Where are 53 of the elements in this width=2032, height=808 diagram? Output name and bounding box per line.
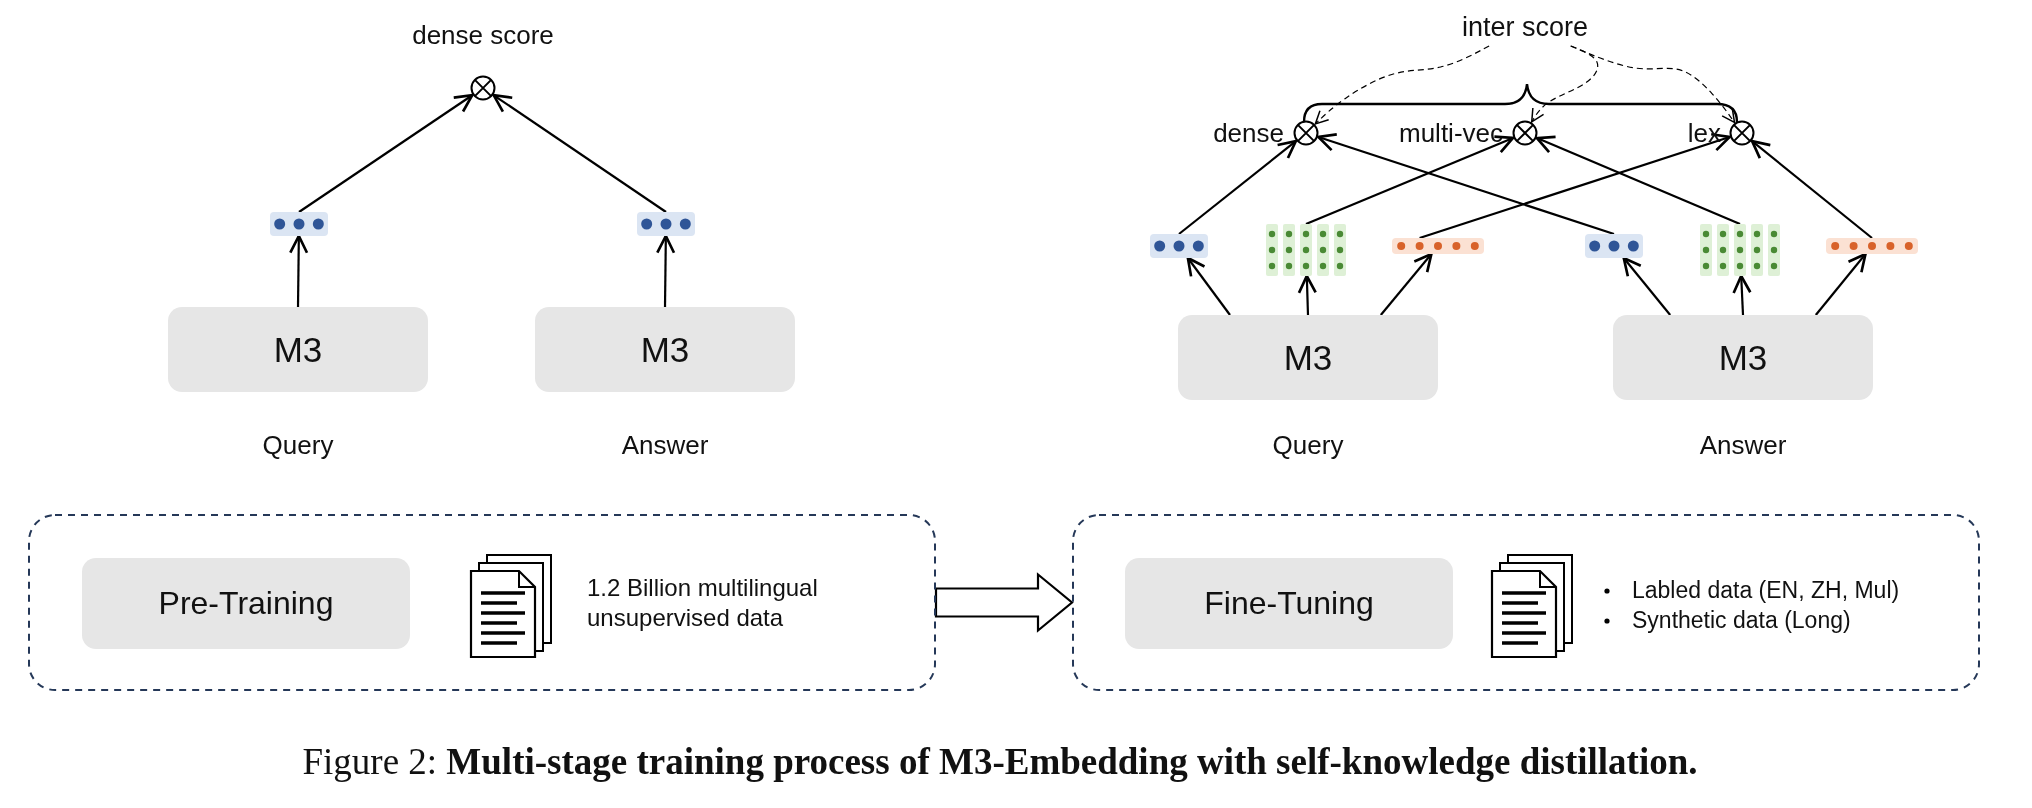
node-caption: dense score xyxy=(412,20,554,51)
block-arrow xyxy=(934,572,1074,633)
dashed-group-box xyxy=(28,514,936,691)
embedding-vector xyxy=(1392,238,1484,254)
score-label: inter score xyxy=(1455,8,1595,46)
dashed-arrow xyxy=(1531,45,1599,123)
arrow xyxy=(1535,135,1741,225)
model-box: M3 xyxy=(1178,315,1438,400)
node-caption: Answer xyxy=(621,430,709,461)
dashed-arrow xyxy=(1569,45,1736,124)
multiply-circle xyxy=(1512,120,1538,146)
arrow xyxy=(298,93,474,213)
multiply-circle xyxy=(1729,120,1755,146)
arrow xyxy=(1178,139,1298,235)
arrow xyxy=(1317,133,1615,236)
arrow xyxy=(1750,139,1873,239)
node-caption: multi-vec xyxy=(1399,118,1503,149)
model-box: M3 xyxy=(1613,315,1873,400)
data-description: Labled data (EN, ZH, Mul) xyxy=(1632,576,1900,605)
dashed-arrow xyxy=(1314,45,1490,125)
node-caption: Query xyxy=(262,430,334,461)
arrow xyxy=(1186,256,1231,316)
embedding-vector xyxy=(637,212,695,236)
node-caption: lex xyxy=(1687,118,1721,149)
embedding-vector xyxy=(1826,238,1918,254)
arrow xyxy=(1622,256,1672,316)
model-box: M3 xyxy=(535,307,795,392)
arrow xyxy=(1419,132,1731,240)
arrow xyxy=(1305,135,1515,225)
node-caption: Query xyxy=(1272,430,1344,461)
embedding-vector xyxy=(270,212,328,236)
multiply-circle xyxy=(470,75,496,101)
data-description: Synthetic data (Long) xyxy=(1632,606,1851,635)
node-caption: dense xyxy=(1213,118,1284,149)
arrow xyxy=(1814,252,1867,316)
arrow xyxy=(1379,252,1433,316)
multi-vector-columns xyxy=(1266,224,1346,276)
figure-caption: Figure 2: Multi-stage training process of M3-Embedding with self-knowledge distillation. xyxy=(302,740,1698,783)
model-box: M3 xyxy=(168,307,428,392)
arrow xyxy=(656,234,676,307)
multi-vector-columns xyxy=(1700,224,1780,276)
arrow xyxy=(1297,274,1317,316)
stage-box: Pre-Training xyxy=(82,558,410,649)
dashed-group-box xyxy=(1072,514,1980,691)
arrow xyxy=(289,234,309,307)
node-caption: Answer xyxy=(1699,430,1787,461)
embedding-vector xyxy=(1150,234,1208,258)
data-description: 1.2 Billion multilingual unsupervised data xyxy=(587,573,819,633)
embedding-vector xyxy=(1585,234,1643,258)
multiply-circle xyxy=(1293,120,1319,146)
arrow xyxy=(492,93,667,213)
stage-box: Fine-Tuning xyxy=(1125,558,1453,649)
arrow xyxy=(1732,274,1752,316)
